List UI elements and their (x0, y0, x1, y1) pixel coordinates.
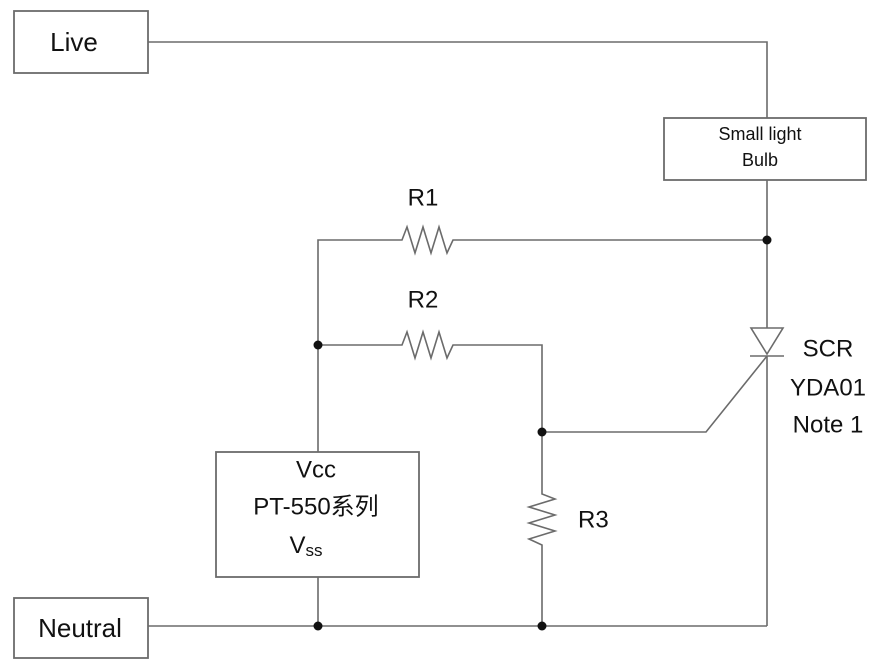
scr-label-line1: SCR (803, 336, 854, 363)
live-terminal: Live (13, 10, 149, 74)
live-label: Live (50, 27, 98, 57)
r1-left-wire (317, 239, 396, 452)
ic-vcc-label: Vcc (296, 457, 336, 484)
resistor-r3 (526, 488, 558, 552)
bulb-box: Small light Bulb (663, 117, 867, 181)
ic-vss-label: Vss (289, 532, 322, 560)
r3-label: R3 (578, 507, 609, 534)
bulb-label-line2: Bulb (742, 150, 778, 170)
junction-gate (537, 427, 547, 437)
wires (148, 41, 768, 627)
junction-neutral-ic (313, 621, 323, 631)
r2-label: R2 (408, 287, 439, 314)
junction-r2-left (313, 340, 323, 350)
resistor-r2 (396, 329, 460, 361)
ic-box: Vcc PT-550系列 Vss (215, 451, 420, 578)
bulb-label-line1: Small light (718, 124, 801, 144)
scr-symbol (749, 327, 785, 357)
ic-vss-sub: ss (306, 541, 323, 560)
resistor-r1 (396, 224, 460, 256)
neutral-terminal: Neutral (13, 597, 149, 659)
r1-label: R1 (408, 185, 439, 212)
gate-wire (542, 355, 768, 433)
r2-right-wire (460, 344, 543, 488)
ic-vss-main: V (289, 532, 305, 559)
scr-label-line3: Note 1 (793, 412, 864, 439)
junctions (313, 235, 772, 631)
neutral-label: Neutral (38, 613, 122, 643)
junction-r1-right (762, 235, 772, 245)
live-wire (148, 41, 768, 118)
scr-label-line2: YDA01 (790, 375, 866, 402)
ic-part-label: PT-550系列 (253, 494, 378, 521)
junction-neutral-r3 (537, 621, 547, 631)
